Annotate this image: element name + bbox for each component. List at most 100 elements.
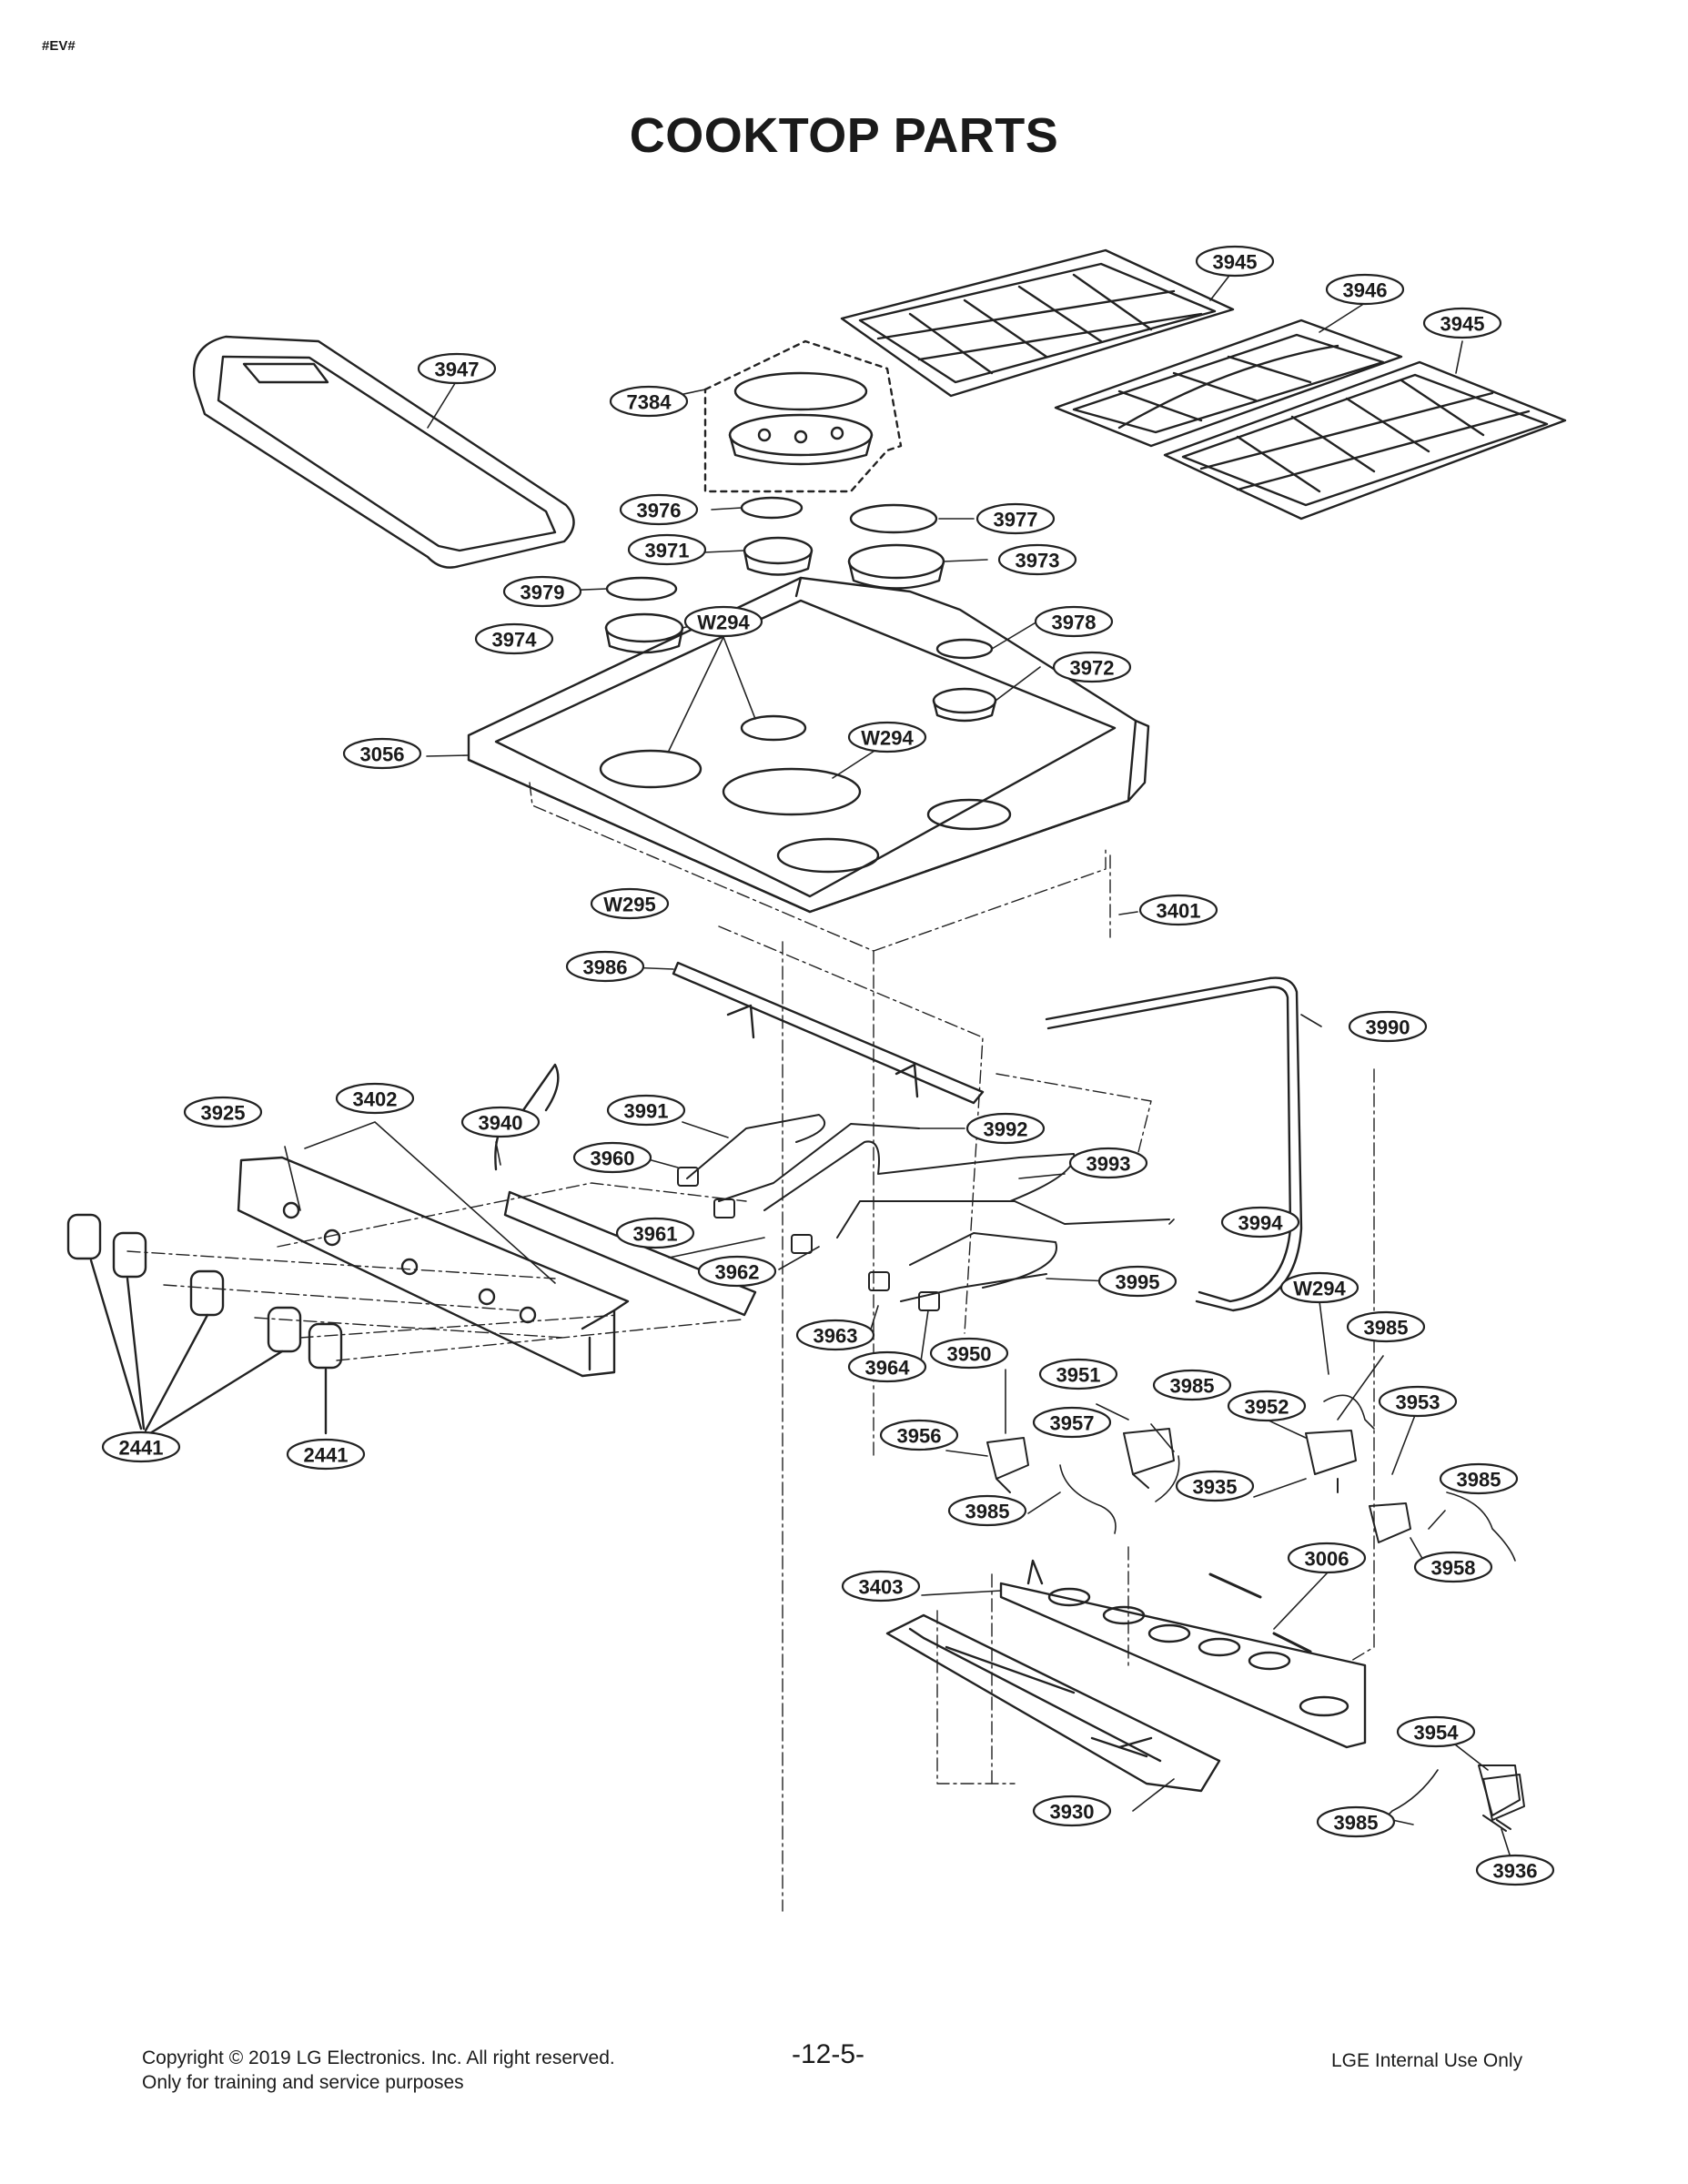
callout-oval [1032,1406,1112,1439]
callout-oval [847,721,927,753]
bottom-shield-3930 [885,1613,1221,1793]
callout-oval [417,352,497,385]
callout-label: 3978 [1052,612,1097,634]
callout-3940: 3940 [460,1106,541,1138]
callout-3945: 3945 [1195,245,1275,278]
callout-label: 2441 [119,1437,164,1460]
callout-label: 3964 [865,1357,911,1380]
callout-label: 3992 [984,1118,1028,1141]
griddle-part-3947 [192,335,575,569]
callout-label: 3962 [715,1261,760,1284]
callout-3972: 3972 [1052,651,1132,683]
callout-label: 3976 [637,500,682,522]
callout-oval [1175,1470,1255,1502]
burner-cap-3979 [605,576,678,602]
callout-label: 3951 [1056,1364,1101,1387]
callout-oval [1032,1795,1112,1827]
callout-label: 3994 [1238,1212,1284,1235]
callout-oval [572,1141,652,1174]
callout-oval [1378,1385,1458,1418]
callout-oval [590,887,670,920]
callout-oval [1325,273,1405,306]
callout-oval [1097,1265,1178,1298]
callout-label: 3953 [1396,1391,1440,1414]
callout-label: 3979 [521,581,565,604]
rods-3006 [1208,1572,1312,1653]
callout-label: 3986 [583,956,628,979]
burner-head-3971 [743,536,814,576]
callout-oval [1396,1715,1476,1748]
burner-head-3974 [604,612,684,654]
callout-3976: 3976 [619,493,699,526]
callout-oval [683,605,763,638]
callout-3995: 3995 [1097,1265,1178,1298]
footer-left: Copyright © 2019 LG Electronics. Inc. Al… [142,2046,615,2095]
callout-label: 3930 [1050,1801,1095,1824]
callout-oval [1348,1010,1428,1043]
callout-3978: 3978 [1034,605,1114,638]
copyright-text: Copyright © 2019 LG Electronics. Inc. Al… [142,2048,615,2068]
callout-label: 3971 [645,540,690,562]
callout-oval [183,1096,263,1128]
callout-3402: 3402 [335,1082,415,1115]
callout-label: 3936 [1493,1860,1538,1883]
knob-set-2441 [66,1213,343,1435]
callout-3936: 3936 [1475,1854,1555,1886]
callout-oval [286,1438,366,1471]
callout-label: 3952 [1245,1396,1289,1419]
callout-label: 3973 [1016,550,1060,572]
training-note: Only for training and service purposes [142,2072,464,2093]
callout-2441: 2441 [286,1438,366,1471]
footer-right: LGE Internal Use Only [1331,2050,1523,2071]
callout-7384: 7384 [609,385,689,418]
callout-label: 3945 [1213,251,1258,274]
burner-cap-3976 [740,496,804,520]
callout-3925: 3925 [183,1096,263,1128]
callout-oval [609,385,689,418]
callout-label: 3006 [1305,1548,1349,1571]
manifold-pipe-3990 [1045,976,1303,1312]
callout-oval [997,543,1077,576]
callout-label: W295 [603,894,655,916]
callout-label: W294 [697,612,750,634]
callout-oval [1138,894,1218,926]
callout-oval [1439,1462,1519,1495]
control-panel-3925 [237,1156,630,1378]
callout-oval [606,1094,686,1127]
callout-3930: 3930 [1032,1795,1112,1827]
callout-oval [1346,1310,1426,1343]
callout-oval [335,1082,415,1115]
callout-3956: 3956 [879,1419,959,1451]
callout-oval [975,502,1056,535]
callout-oval [1422,307,1502,339]
callout-3935: 3935 [1175,1470,1255,1502]
callout-label: 3956 [897,1425,942,1448]
document-tag: #EV# [42,38,76,54]
callout-oval [1475,1854,1555,1886]
callout-oval [1287,1542,1367,1574]
gas-tubes [686,1114,1170,1302]
callout-label: 3401 [1157,900,1201,923]
callout-label: 3403 [859,1576,904,1599]
callout-3986: 3986 [565,950,645,983]
callout-label: 3985 [965,1501,1010,1523]
callout-label: 3985 [1334,1812,1379,1835]
callout-label: 3402 [353,1088,398,1111]
callout-oval [965,1112,1046,1145]
callout-3974: 3974 [474,622,554,655]
callout-label: 3977 [994,509,1038,531]
callout-label: 3946 [1343,279,1388,302]
callout-2441: 2441 [101,1431,181,1463]
callout-3951: 3951 [1038,1358,1118,1390]
callout-label: 7384 [627,391,672,414]
callout-3961: 3961 [615,1217,695,1249]
cast-iron-grate-right-3945 [1163,360,1567,521]
callout-3945: 3945 [1422,307,1502,339]
callout-label: W294 [861,727,914,750]
callout-oval [847,1350,927,1383]
callout-label: 3985 [1457,1469,1501,1491]
callout-3957: 3957 [1032,1406,1112,1439]
callout-oval [460,1106,541,1138]
callout-3962: 3962 [697,1255,777,1288]
callout-3990: 3990 [1348,1010,1428,1043]
